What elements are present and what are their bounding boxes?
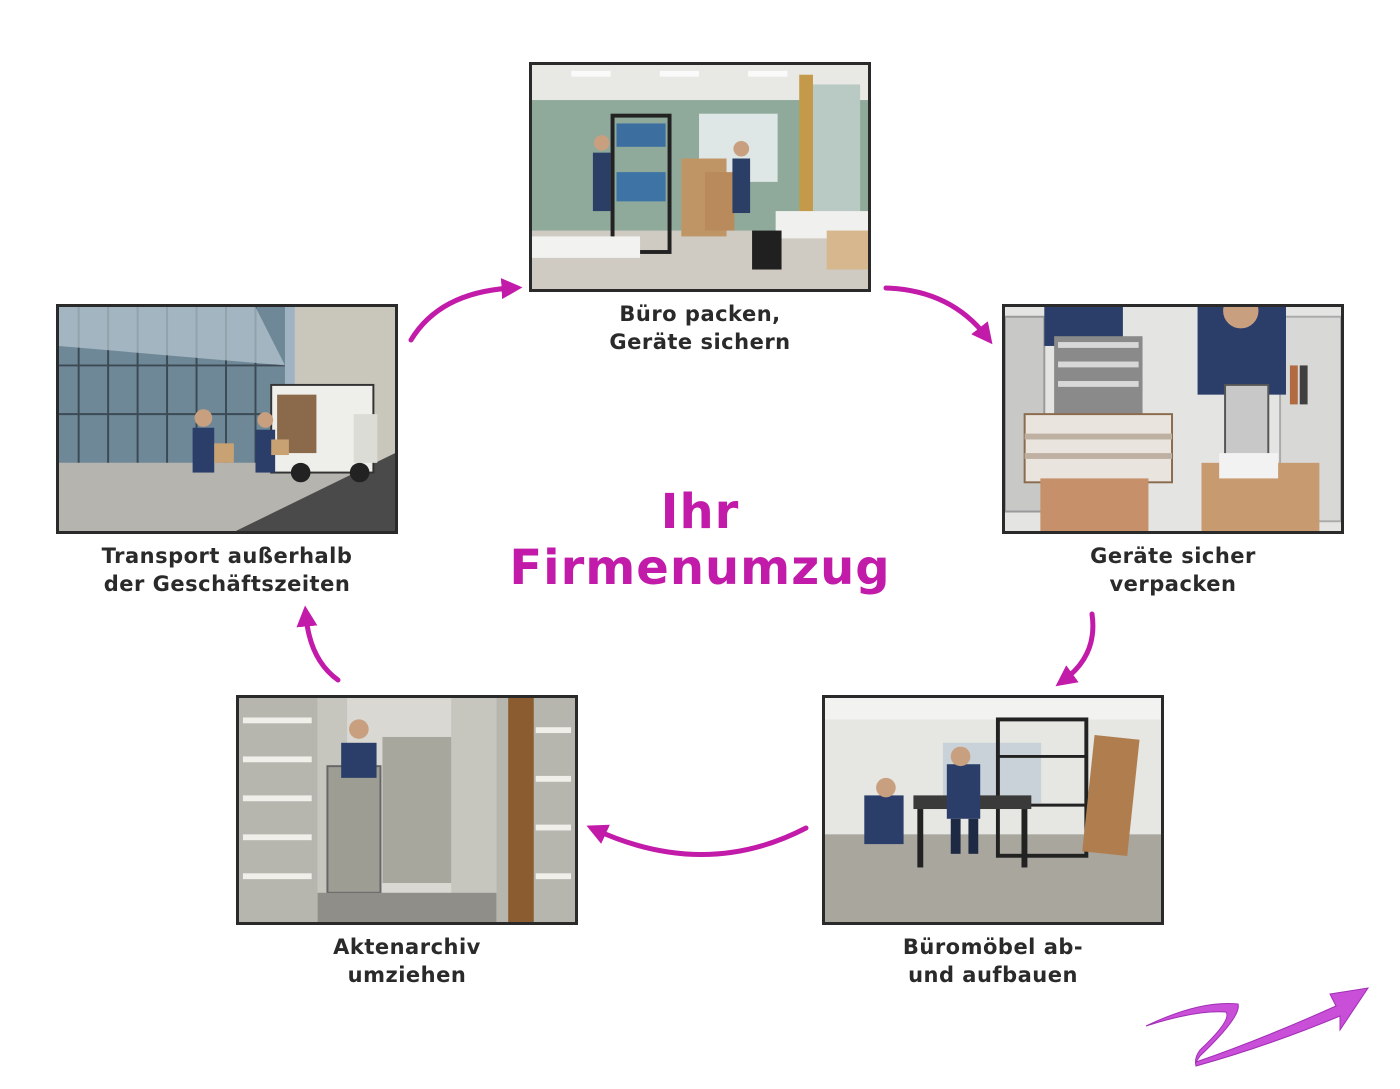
truck-transport-photo [56,304,398,534]
step-caption-line: der Geschäftszeiten [103,572,351,596]
diagram-title: Ihr Firmenumzug [450,484,950,596]
step-caption-3: Büromöbel ab- und aufbauen [822,933,1164,989]
curved-arrow-icon [883,285,993,345]
title-line: Ihr [660,484,740,540]
device-wrapping-photo [1002,304,1344,534]
step-caption-4: Aktenarchiv umziehen [236,933,578,989]
step-caption-line: Geräte sichern [609,330,791,354]
curved-arrow-icon [408,278,523,343]
step-caption-line: und aufbauen [908,963,1078,987]
step-caption-line: Aktenarchiv [333,935,481,959]
zigzag-arrow-logo [1145,987,1370,1067]
step-caption-1: Büro packen, Geräte sichern [529,300,871,356]
curved-arrow-icon [1055,611,1096,687]
step-caption-line: Büro packen, [619,302,781,326]
curved-arrow-icon [296,605,341,683]
step-caption-5: Transport außerhalb der Geschäftszeiten [56,542,398,598]
office-packing-photo [529,62,871,292]
step-caption-line: Geräte sicher [1090,544,1256,568]
curved-arrow-icon [586,824,809,857]
step-caption-line: Transport außerhalb [101,544,353,568]
file-archive-photo [236,695,578,925]
step-caption-line: verpacken [1109,572,1237,596]
step-caption-line: umziehen [347,963,467,987]
step-caption-line: Büromöbel ab- [902,935,1084,959]
title-line: Firmenumzug [509,540,891,596]
step-caption-2: Geräte sicher verpacken [1002,542,1344,598]
furniture-assembly-photo [822,695,1164,925]
